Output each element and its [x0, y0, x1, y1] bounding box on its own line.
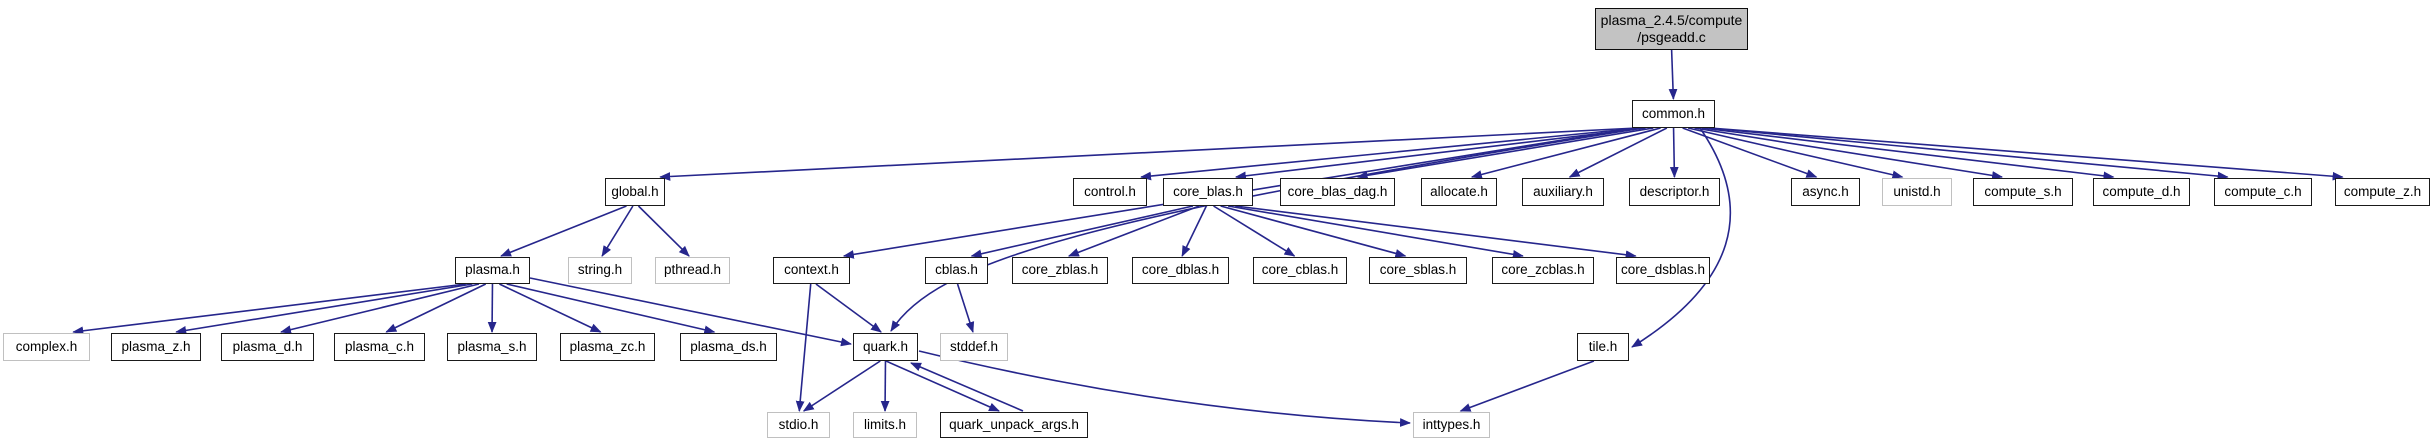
node-plasma_c[interactable]: plasma_c.h [334, 333, 425, 361]
edge-global-to-pthread [637, 205, 690, 257]
node-core_zblas[interactable]: core_zblas.h [1012, 257, 1108, 284]
node-quark_unpack_args[interactable]: quark_unpack_args.h [940, 412, 1088, 438]
edge-plasma-to-plasma_d [280, 283, 480, 334]
edge-common-to-core_blas_dag [1356, 127, 1654, 180]
edge-core_blas-to-core_cblas [1213, 205, 1296, 257]
edge-quark-to-stdio [802, 360, 881, 412]
node-plasma_zc[interactable]: plasma_zc.h [560, 333, 655, 361]
edge-common-to-async [1682, 127, 1818, 178]
node-tile[interactable]: tile.h [1577, 333, 1629, 361]
node-quark[interactable]: quark.h [853, 333, 918, 361]
edge-quark-to-quark_unpack_args [885, 360, 1000, 412]
edge-common-to-descriptor [1669, 127, 1679, 178]
node-auxiliary[interactable]: auxiliary.h [1522, 178, 1604, 206]
edge-global-to-plasma [500, 205, 627, 257]
edge-core_blas-to-core_dsblas [1235, 205, 1637, 260]
edge-common-to-compute_d [1701, 127, 2115, 181]
edge-common-to-core_blas [1234, 127, 1646, 181]
edge-common-to-unistd [1687, 127, 1904, 180]
node-compute_s[interactable]: compute_s.h [1973, 178, 2073, 206]
edge-plasma-to-quark [529, 277, 852, 347]
edge-psgeadd-to-common [1668, 49, 1678, 100]
edge-common-to-compute_z [1709, 127, 2344, 181]
edge-plasma-to-plasma_c [385, 283, 487, 333]
node-allocate[interactable]: allocate.h [1421, 178, 1497, 206]
node-inttypes: inttypes.h [1413, 412, 1490, 438]
node-common[interactable]: common.h [1632, 100, 1715, 128]
edge-quark-to-inttypes [918, 350, 1411, 427]
edge-common-to-compute_s [1694, 127, 2004, 180]
edge-core_blas-to-core_dblas [1181, 205, 1208, 257]
node-compute_d[interactable]: compute_d.h [2093, 178, 2190, 206]
node-pthread: pthread.h [655, 257, 730, 284]
node-stdio: stdio.h [767, 412, 830, 438]
node-plasma_d[interactable]: plasma_d.h [221, 333, 314, 361]
node-context[interactable]: context.h [773, 257, 850, 284]
edge-quark_unpack_args-to-quark [910, 362, 1024, 412]
node-psgeadd: plasma_2.4.5/compute /psgeadd.c [1595, 8, 1748, 50]
node-control[interactable]: control.h [1073, 178, 1147, 206]
node-core_dblas[interactable]: core_dblas.h [1132, 257, 1229, 284]
edge-common-to-allocate [1470, 127, 1661, 179]
edge-common-to-auxiliary [1568, 127, 1668, 178]
node-core_dsblas[interactable]: core_dsblas.h [1616, 257, 1710, 284]
edge-context-to-stdio [795, 283, 812, 412]
node-cblas[interactable]: cblas.h [925, 257, 988, 284]
node-descriptor[interactable]: descriptor.h [1629, 178, 1720, 206]
edge-common-to-quark [890, 127, 1644, 332]
node-compute_z[interactable]: compute_z.h [2335, 178, 2430, 206]
node-core_blas_dag[interactable]: core_blas_dag.h [1280, 178, 1395, 206]
node-compute_c[interactable]: compute_c.h [2214, 178, 2312, 206]
edge-core_blas-to-core_zblas [1067, 205, 1200, 257]
edge-cblas-to-stddef [956, 283, 975, 333]
edge-plasma-to-plasma_z [175, 283, 473, 335]
edge-common-to-tile [1631, 127, 1732, 348]
node-plasma_z[interactable]: plasma_z.h [111, 333, 201, 361]
edge-core_blas-to-core_zcblas [1227, 205, 1524, 259]
node-core_sblas[interactable]: core_sblas.h [1369, 257, 1467, 284]
edge-tile-to-inttypes [1459, 360, 1595, 412]
edge-plasma-to-plasma_zc [499, 283, 602, 333]
node-plasma[interactable]: plasma.h [455, 257, 530, 284]
edge-core_blas-to-cblas [970, 205, 1194, 259]
edge-context-to-quark [815, 283, 882, 333]
node-limits: limits.h [853, 412, 917, 438]
node-plasma_s[interactable]: plasma_s.h [447, 333, 537, 361]
edge-plasma-to-complex [72, 283, 466, 336]
edge-common-to-compute_c [1708, 127, 2229, 181]
edge-common-to-control [1140, 127, 1640, 181]
node-unistd: unistd.h [1882, 178, 1952, 206]
edge-global-to-string [601, 205, 634, 257]
node-stddef: stddef.h [940, 333, 1008, 361]
node-core_zcblas[interactable]: core_zcblas.h [1492, 257, 1594, 284]
node-complex: complex.h [3, 333, 90, 361]
node-core_cblas[interactable]: core_cblas.h [1253, 257, 1347, 284]
node-string: string.h [568, 257, 632, 284]
node-global[interactable]: global.h [605, 178, 665, 206]
edge-plasma-to-plasma_ds [506, 283, 716, 335]
node-core_blas[interactable]: core_blas.h [1163, 178, 1253, 206]
node-plasma_ds[interactable]: plasma_ds.h [680, 333, 777, 361]
edge-common-to-global [659, 127, 1638, 181]
node-async[interactable]: async.h [1791, 178, 1860, 206]
edge-core_blas-to-core_sblas [1220, 205, 1407, 258]
